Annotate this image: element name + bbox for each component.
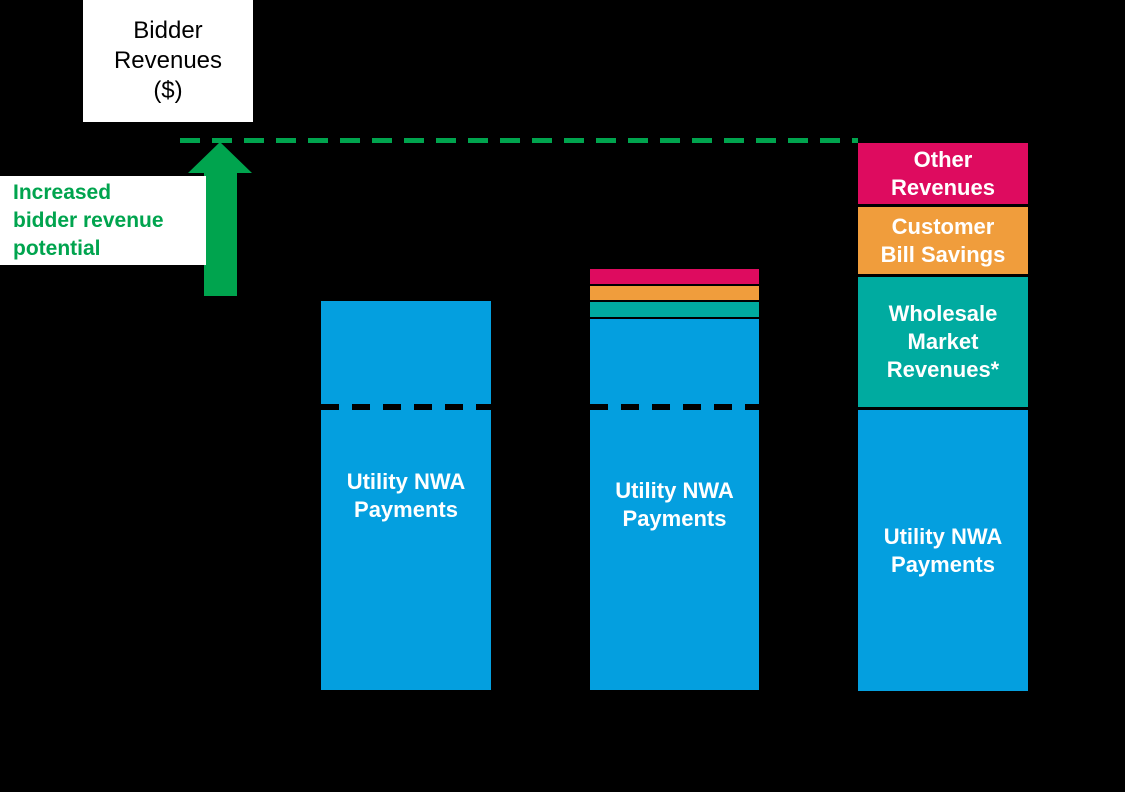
increase-arrow-head-icon bbox=[188, 142, 252, 173]
bar3-other-label: Other Revenues bbox=[891, 146, 995, 200]
bar2-customer-segment bbox=[590, 286, 759, 300]
bar3-utility-segment: Utility NWA Payments bbox=[858, 410, 1028, 691]
increase-annotation-text: Increased bidder revenue potential bbox=[13, 180, 164, 260]
bar3-other-segment: Other Revenues bbox=[858, 143, 1028, 204]
bar3-wholesale-segment: Wholesale Market Revenues* bbox=[858, 277, 1028, 407]
axis-title-box: Bidder Revenues ($) bbox=[83, 0, 253, 122]
bar3-customer-segment: Customer Bill Savings bbox=[858, 207, 1028, 274]
bar1-utility-label: Utility NWA Payments bbox=[346, 468, 466, 522]
bar-3: Other Revenues Customer Bill Savings Who… bbox=[858, 143, 1028, 691]
increase-arrow-shaft bbox=[204, 172, 237, 296]
bar-1: Utility NWA Payments bbox=[321, 301, 491, 690]
bar2-wholesale-segment bbox=[590, 302, 759, 317]
bar3-customer-label: Customer Bill Savings bbox=[880, 213, 1006, 267]
bar2-utility-label: Utility NWA Payments bbox=[615, 477, 734, 531]
axis-title-text: Bidder Revenues ($) bbox=[113, 17, 223, 104]
increase-annotation-box: Increased bidder revenue potential bbox=[0, 176, 206, 265]
bar2-reference-dashed-line bbox=[590, 404, 759, 410]
bar2-utility-segment: Utility NWA Payments bbox=[590, 319, 759, 690]
bar1-utility-segment: Utility NWA Payments bbox=[321, 301, 491, 690]
target-dashed-line bbox=[180, 138, 858, 143]
bar3-utility-label: Utility NWA Payments bbox=[883, 523, 1003, 577]
bar-2: Utility NWA Payments bbox=[590, 269, 759, 690]
bar3-wholesale-label: Wholesale Market Revenues* bbox=[886, 301, 1000, 382]
bar1-reference-dashed-line bbox=[321, 404, 491, 410]
bar2-other-segment bbox=[590, 269, 759, 284]
